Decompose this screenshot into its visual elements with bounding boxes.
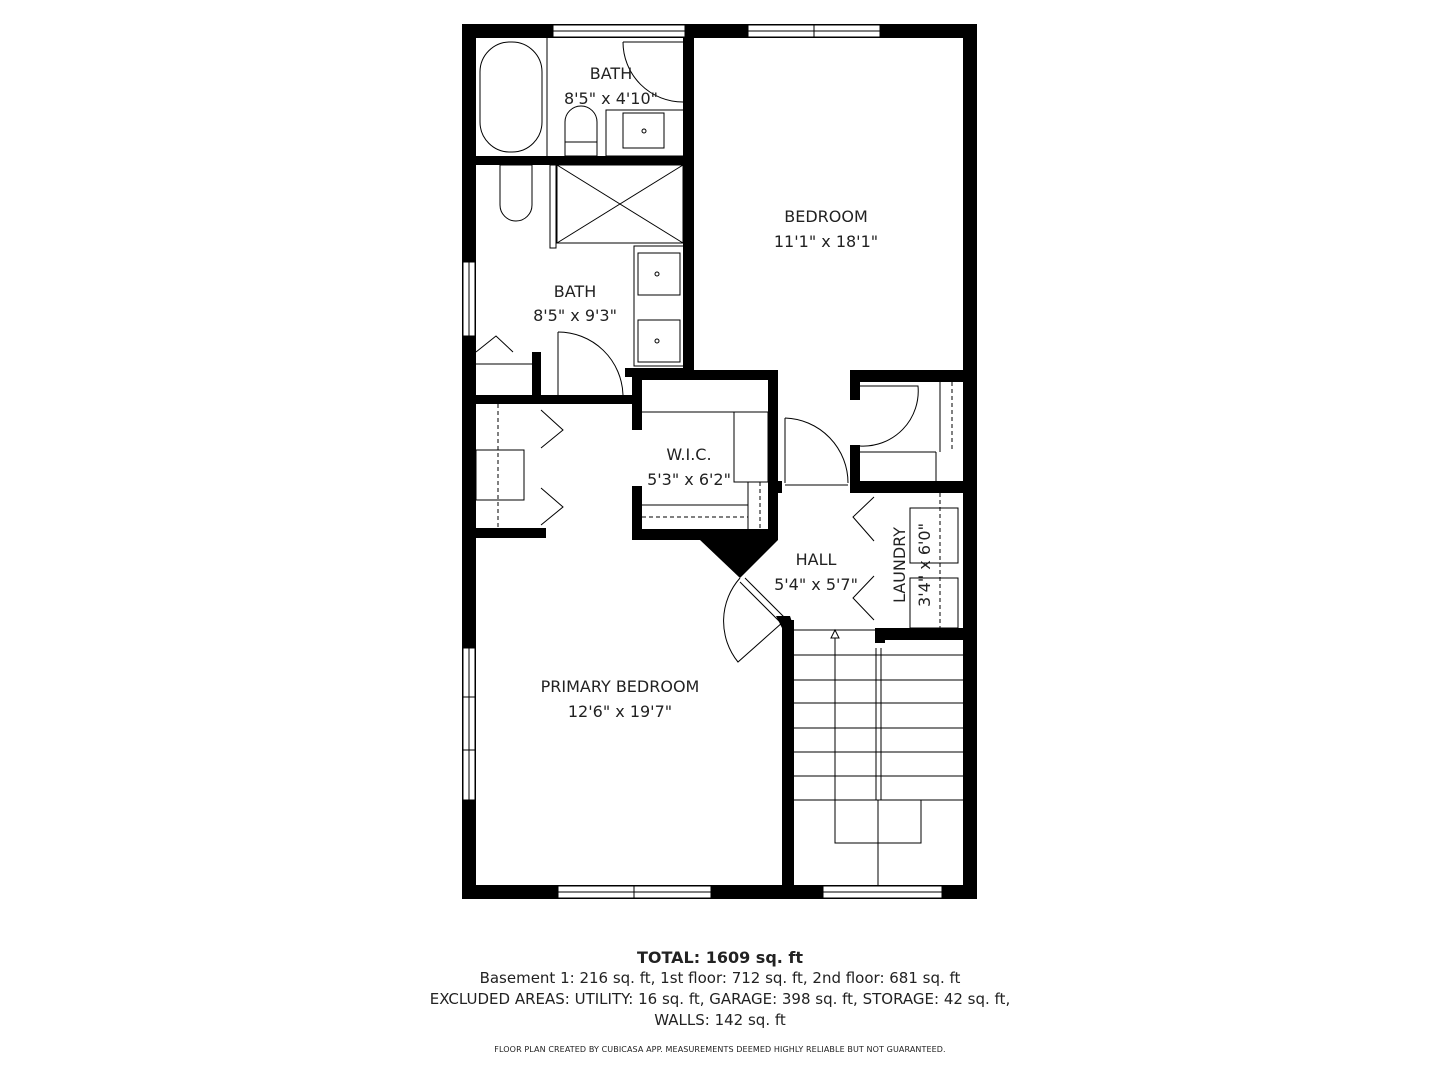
floor-areas: Basement 1: 216 sq. ft, 1st floor: 712 s… — [479, 969, 961, 987]
room-dims-primary-bedroom: 12'6" x 19'7" — [568, 702, 672, 721]
credit-disclaimer: FLOOR PLAN CREATED BY CUBICASA APP. MEAS… — [494, 1045, 946, 1054]
room-name-bath-main: BATH — [554, 282, 596, 301]
room-name-hall: HALL — [796, 550, 837, 569]
sink-icon — [605, 109, 685, 157]
windows — [462, 24, 943, 899]
floor-plan: BATH 8'5" x 4'10" BEDROOM 11'1" x 18'1" … — [462, 24, 977, 899]
room-dims-wic: 5'3" x 6'2" — [647, 470, 731, 489]
room-dims-laundry: 3'4" x 6'0" — [915, 523, 934, 607]
room-name-primary-bedroom: PRIMARY BEDROOM — [541, 677, 700, 696]
vanity-icon — [633, 245, 685, 367]
room-name-bedroom: BEDROOM — [784, 207, 868, 226]
room-dims-bath-top: 8'5" x 4'10" — [564, 89, 658, 108]
shower-icon — [556, 164, 684, 244]
room-dims-bedroom: 11'1" x 18'1" — [774, 232, 878, 251]
room-dims-bath-main: 8'5" x 9'3" — [533, 306, 617, 325]
walls — [462, 24, 977, 899]
toilet-icon — [499, 164, 533, 222]
room-name-wic: W.I.C. — [666, 445, 711, 464]
room-name-laundry: LAUNDRY — [890, 527, 909, 603]
fixtures — [475, 38, 963, 885]
room-dims-hall: 5'4" x 5'7" — [774, 575, 858, 594]
excluded-areas: EXCLUDED AREAS: UTILITY: 16 sq. ft, GARA… — [429, 990, 1011, 1008]
room-name-bath-top: BATH — [590, 64, 632, 83]
room-labels: BATH 8'5" x 4'10" BEDROOM 11'1" x 18'1" … — [533, 64, 934, 721]
walls-area: WALLS: 142 sq. ft — [654, 1011, 786, 1029]
bathtub-icon — [479, 41, 543, 153]
toilet-icon — [564, 105, 598, 157]
total-area: TOTAL: 1609 sq. ft — [636, 948, 804, 967]
